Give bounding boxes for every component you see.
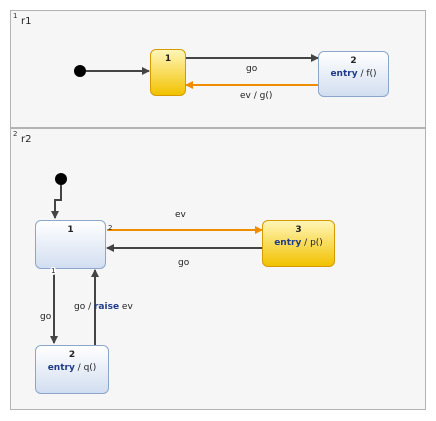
r2-transition-go-down-label: go bbox=[40, 312, 52, 322]
r2-transition-go-down-priority: 1 bbox=[50, 267, 57, 275]
region-r2-index: 2 bbox=[13, 130, 18, 138]
r2-initial-transition[interactable] bbox=[51, 185, 62, 219]
region-r2-name: r2 bbox=[21, 134, 32, 145]
r1-initial-node bbox=[74, 65, 86, 77]
r1-transition-ev-label: ev / g() bbox=[240, 91, 273, 101]
state-entry-action: entry / q() bbox=[47, 363, 97, 373]
r2-transition-raise-label: go / raise ev bbox=[74, 302, 133, 312]
state-name: 1 bbox=[67, 225, 74, 235]
r2-state-1[interactable]: 1 bbox=[35, 220, 106, 269]
state-entry-action: entry / p() bbox=[274, 238, 323, 248]
state-name: 2 bbox=[350, 56, 357, 66]
r2-state-3[interactable]: 3 entry / p() bbox=[262, 220, 335, 267]
region-r1-index: 1 bbox=[13, 12, 18, 20]
r2-transition-ev-label: ev bbox=[175, 210, 186, 220]
state-name: 1 bbox=[164, 54, 172, 64]
r1-state-2[interactable]: 2 entry / f() bbox=[318, 51, 389, 97]
state-name: 2 bbox=[68, 350, 76, 360]
r2-state-2[interactable]: 2 entry / q() bbox=[35, 345, 109, 394]
r1-transition-go-label: go bbox=[246, 64, 258, 74]
region-r1-name: r1 bbox=[21, 16, 32, 27]
state-entry-action: entry / f() bbox=[330, 69, 377, 79]
r2-initial-node bbox=[55, 173, 67, 185]
r2-transition-go-back-label: go bbox=[178, 258, 190, 268]
r2-transition-ev-priority: 2 bbox=[108, 224, 113, 232]
r1-state-1[interactable]: 1 bbox=[150, 49, 186, 96]
state-name: 3 bbox=[295, 225, 302, 235]
